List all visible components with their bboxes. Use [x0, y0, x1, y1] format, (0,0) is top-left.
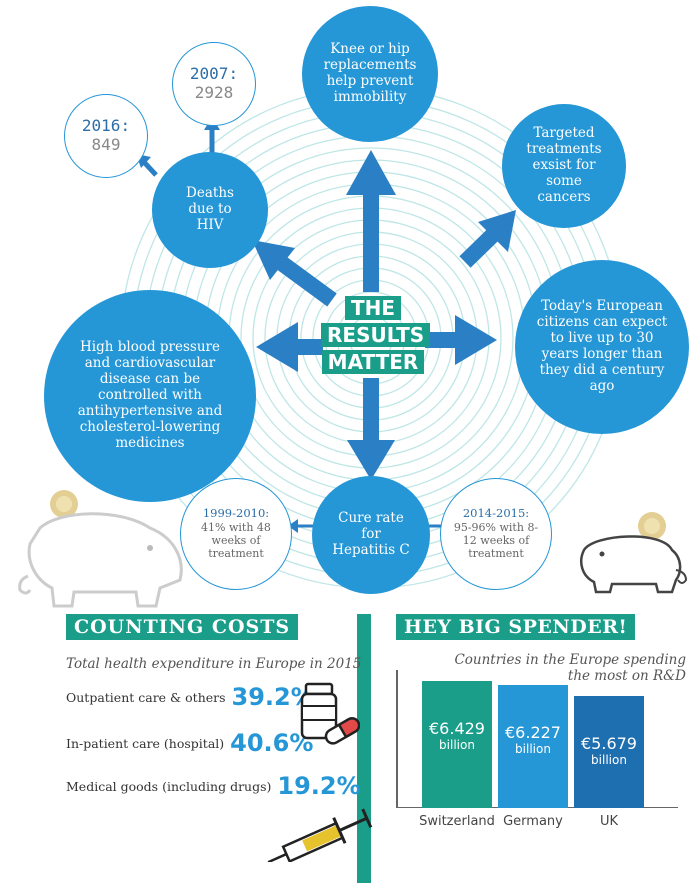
- bar-value-label: €6.227: [505, 723, 561, 742]
- arrow-ur-head: [478, 210, 516, 252]
- hub-line1: THE: [344, 296, 402, 320]
- spender-subtitle-line2: the most on R&D: [567, 668, 686, 685]
- chart-y-axis: [396, 670, 398, 808]
- targeted-treatment-circle: Targeted treatments exsist for some canc…: [502, 104, 626, 228]
- arrow-right-head: [455, 315, 497, 365]
- hepc-left-circle: 1999-2010: 41% with 48 weeks of treatmen…: [180, 478, 292, 590]
- cost-label-outpatient: Outpatient care & others: [66, 689, 226, 705]
- section-divider: [357, 614, 371, 883]
- hiv-2007-value: 2928: [194, 83, 234, 102]
- cost-row-outpatient: Outpatient care & others 39.2%: [66, 683, 315, 711]
- blood-pressure-circle: High blood pressure and cardiovascular d…: [44, 290, 256, 502]
- arrow-ul-head: [252, 240, 295, 280]
- pill-bottle-icon: [300, 682, 360, 745]
- cost-row-inpatient: In-patient care (hospital) 40.6%: [66, 729, 313, 757]
- syringe-icon: [267, 808, 373, 862]
- hepatitis-c-circle: Cure rate for Hepatitis C: [312, 476, 430, 594]
- hiv-deaths-circle: Deaths due to HIV: [152, 152, 268, 268]
- hub-line2: RESULTS: [321, 323, 431, 347]
- piggy-bank-left-icon: [18, 490, 183, 608]
- x-tick-label: Germany: [503, 814, 563, 829]
- hepc-left-text: 41% with 48 weeks of treatment: [201, 521, 271, 561]
- arrow-up-head: [346, 150, 396, 195]
- hiv-2016-value: 849: [91, 135, 121, 154]
- bar-unit-label: billion: [439, 738, 475, 752]
- spender-subtitle-line1: Countries in the Europe spending: [454, 652, 686, 668]
- hepc-right-circle: 2014-2015: 95-96% with 8-12 weeks of tre…: [440, 478, 552, 590]
- hub-label: THE RESULTS MATTER: [321, 296, 431, 374]
- counting-costs-heading: COUNTING COSTS: [66, 614, 299, 640]
- hiv-2007-circle: 2007: 2928: [172, 42, 256, 126]
- cost-label-medical-goods: Medical goods (including drugs): [66, 778, 272, 794]
- x-tick-label: Switzerland: [419, 814, 495, 829]
- cost-value-inpatient: 40.6%: [230, 729, 314, 757]
- life-expectancy-circle: Today's European citizens can expect to …: [515, 260, 689, 434]
- hiv-2007-label: 2007:: [189, 64, 239, 84]
- arrow-down-head: [347, 440, 395, 480]
- hub-line3: MATTER: [321, 350, 425, 374]
- hepc-right-text: 95-96% with 8-12 weeks of treatment: [453, 521, 539, 561]
- cost-value-medical-goods: 19.2%: [277, 772, 361, 800]
- hepc-left-period: 1999-2010:: [202, 505, 270, 520]
- arrows: [136, 117, 516, 533]
- bar-value-label: €6.429: [429, 719, 485, 738]
- costs-subtitle: Total health expenditure in Europe in 20…: [66, 656, 362, 672]
- hiv-2016-circle: 2016: 849: [64, 94, 148, 178]
- big-spender-heading: HEY BIG SPENDER!: [396, 614, 636, 640]
- arrow-down-shaft: [363, 378, 379, 450]
- bar-unit-label: billion: [515, 742, 551, 756]
- bar-value-label: €5.679: [581, 734, 637, 753]
- cost-row-medical-goods: Medical goods (including drugs) 19.2%: [66, 772, 361, 800]
- piggy-bank-right-icon: [580, 512, 688, 594]
- arrow-up-shaft: [363, 180, 379, 292]
- bar-unit-label: billion: [591, 753, 627, 767]
- arrow-left-head: [256, 322, 298, 372]
- knee-hip-circle: Knee or hip replacements help prevent im…: [302, 6, 438, 142]
- x-tick-label: UK: [599, 814, 619, 829]
- hiv-2016-label: 2016:: [81, 116, 131, 136]
- spender-subtitle: Countries in the Europe spending the mos…: [396, 652, 686, 684]
- hepc-right-period: 2014-2015:: [462, 505, 530, 520]
- cost-label-inpatient: In-patient care (hospital): [66, 735, 225, 751]
